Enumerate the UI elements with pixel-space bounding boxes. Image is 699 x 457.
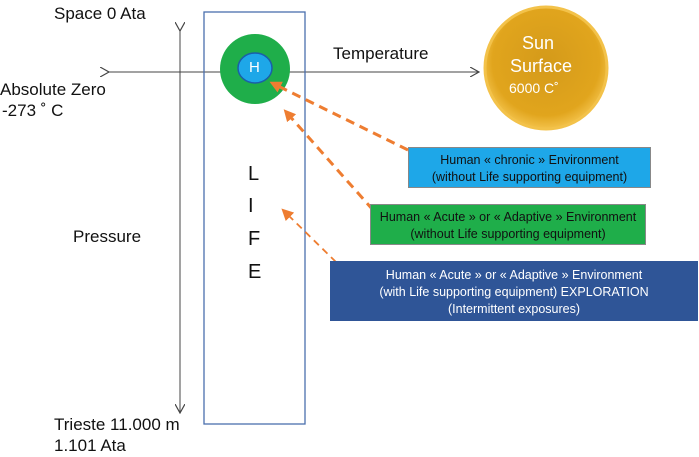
chronic-arrow [269, 81, 409, 152]
absolute-zero-value: -273 ˚ C [2, 101, 64, 120]
absolute-zero-label: Absolute Zero [0, 80, 106, 99]
life-letter-e: E [248, 261, 262, 283]
human-inner-circle [237, 52, 273, 84]
temperature-label: Temperature [333, 44, 429, 63]
chronic-environment-box: Human « chronic » Environment (without L… [408, 147, 651, 188]
acute-arrow [283, 109, 375, 211]
human-label: H [249, 59, 260, 76]
exploration-environment-box: Human « Acute » or « Adaptive » Environm… [330, 261, 698, 321]
sun-subtitle: Surface [510, 56, 573, 76]
life-zone-rect [203, 11, 306, 425]
chronic-box-line1: Human « chronic » Environment [440, 153, 619, 167]
sun-circle [483, 5, 609, 131]
acute-box-line1: Human « Acute » or « Adaptive » Environm… [379, 210, 637, 224]
trieste-value: 1.101 Ata [54, 436, 126, 455]
sun-title: Sun [522, 33, 555, 53]
space-label: Space 0 Ata [54, 4, 146, 23]
life-letter-i: I [248, 195, 254, 217]
acute-box-line2: (without Life supporting equipment) [410, 227, 606, 241]
life-letter-f: F [248, 228, 261, 250]
exploration-box-line1: Human « Acute » or « Adaptive » Environm… [385, 268, 643, 282]
acute-environment-box: Human « Acute » or « Adaptive » Environm… [370, 204, 646, 245]
pressure-label: Pressure [73, 227, 142, 246]
trieste-label: Trieste 11.000 m [54, 415, 180, 434]
chronic-box-line2: (without Life supporting equipment) [431, 170, 628, 184]
exploration-box-line2: (with Life supporting equipment) EXPLORA… [379, 285, 649, 299]
exploration-arrow [281, 208, 337, 263]
sun-temperature: 6000 C˚ [509, 80, 559, 96]
life-letter-l: L [248, 163, 260, 185]
exploration-box-line3: (Intermittent exposures) [448, 302, 580, 316]
